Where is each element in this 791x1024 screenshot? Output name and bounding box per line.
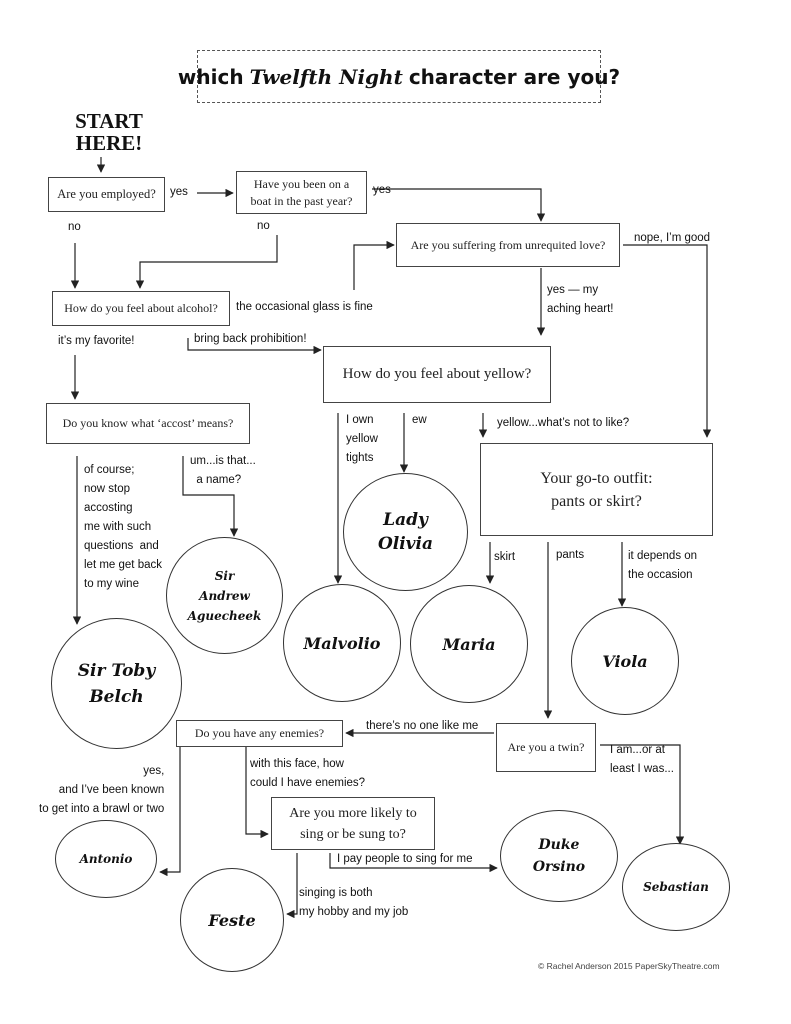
answer-outfit-pants: pants — [556, 549, 585, 561]
answer-sing-both: singing is both my hobby and my job — [299, 887, 409, 918]
title-play: Twelfth Night — [249, 64, 403, 89]
arrow-enemies-yes — [159, 747, 181, 877]
answer-accost-no: um...is that... a name? — [190, 455, 256, 486]
answer-enemies-yes: yes, and I’ve been known to get into a b… — [39, 765, 165, 815]
answer-alcohol-fine: the occasional glass is fine — [236, 301, 373, 313]
arrow-boat-no — [135, 235, 278, 289]
answer-alcohol-favorite: it’s my favorite! — [58, 335, 135, 347]
question-sing: Are you more likely to sing or be sung t… — [271, 797, 435, 850]
character-lady-olivia: Lady Olivia — [343, 473, 468, 591]
arrow-sing-both — [286, 853, 298, 919]
question-accost: Do you know what ‘accost’ means? — [46, 403, 250, 444]
page-title: which Twelfth Night character are you? — [178, 50, 620, 103]
answer-employed-yes: yes — [170, 186, 188, 198]
character-feste: Feste — [180, 868, 284, 972]
answer-yellow-like: yellow...what’s not to like? — [497, 417, 630, 429]
arrow-enemies-no — [245, 747, 269, 839]
title-prefix: which — [177, 64, 244, 89]
title-suffix: character are you? — [408, 64, 621, 89]
answer-alcohol-prohibition: bring back prohibition! — [194, 333, 307, 345]
character-sir-toby-belch: Sir Toby Belch — [51, 618, 182, 749]
arrow-sing-sung — [329, 853, 498, 873]
answer-boat-no: no — [257, 220, 270, 232]
answer-outfit-depends: it depends on the occasion — [628, 550, 698, 581]
answer-employed-no: no — [68, 221, 81, 233]
character-malvolio: Malvolio — [283, 584, 401, 702]
arrow-alcohol-fine — [353, 240, 395, 290]
arrow-boat-yes — [372, 188, 546, 222]
character-maria: Maria — [410, 585, 528, 703]
arrow-twin-yes — [600, 744, 685, 845]
question-outfit: Your go-to outfit: pants or skirt? — [480, 443, 713, 536]
character-duke-orsino: Duke Orsino — [500, 810, 618, 902]
answer-boat-yes: yes — [373, 184, 391, 196]
answer-twin-yes: I am...or at least I was... — [610, 744, 674, 775]
question-employed: Are you employed? — [48, 177, 165, 212]
answer-unrequited-yes: yes — my aching heart! — [547, 284, 614, 315]
answer-sing-sung: I pay people to sing for me — [337, 853, 473, 865]
answer-twin-no: there’s no one like me — [366, 720, 479, 732]
question-twin: Are you a twin? — [496, 723, 596, 772]
answer-unrequited-no: nope, I’m good — [634, 232, 711, 244]
character-antonio: Antonio — [55, 820, 157, 898]
character-viola: Viola — [571, 607, 679, 715]
question-unrequited: Are you suffering from unrequited love? — [396, 223, 620, 267]
question-alcohol: How do you feel about alcohol? — [52, 291, 230, 326]
character-sebastian: Sebastian — [622, 843, 730, 931]
answer-enemies-no: with this face, how could I have enemies… — [250, 758, 366, 789]
arrow-unrequited-no — [623, 244, 712, 438]
question-boat: Have you been on a boat in the past year… — [236, 171, 367, 214]
answer-outfit-skirt: skirt — [494, 551, 516, 563]
arrow-alcohol-prohibition — [187, 338, 322, 355]
question-yellow: How do you feel about yellow? — [323, 346, 551, 403]
answer-accost-yes: of course; now stop accosting me with su… — [84, 464, 162, 590]
character-sir-andrew-aguecheek: Sir Andrew Aguecheek — [166, 537, 283, 654]
answer-yellow-ew: ew — [412, 414, 427, 426]
start-label: START HERE! — [75, 109, 143, 155]
question-enemies: Do you have any enemies? — [176, 720, 343, 747]
copyright-footer: © Rachel Anderson 2015 PaperSkyTheatre.c… — [538, 961, 720, 971]
answer-yellow-tights: I own yellow tights — [346, 414, 378, 464]
arrow-accost-no — [182, 456, 239, 537]
